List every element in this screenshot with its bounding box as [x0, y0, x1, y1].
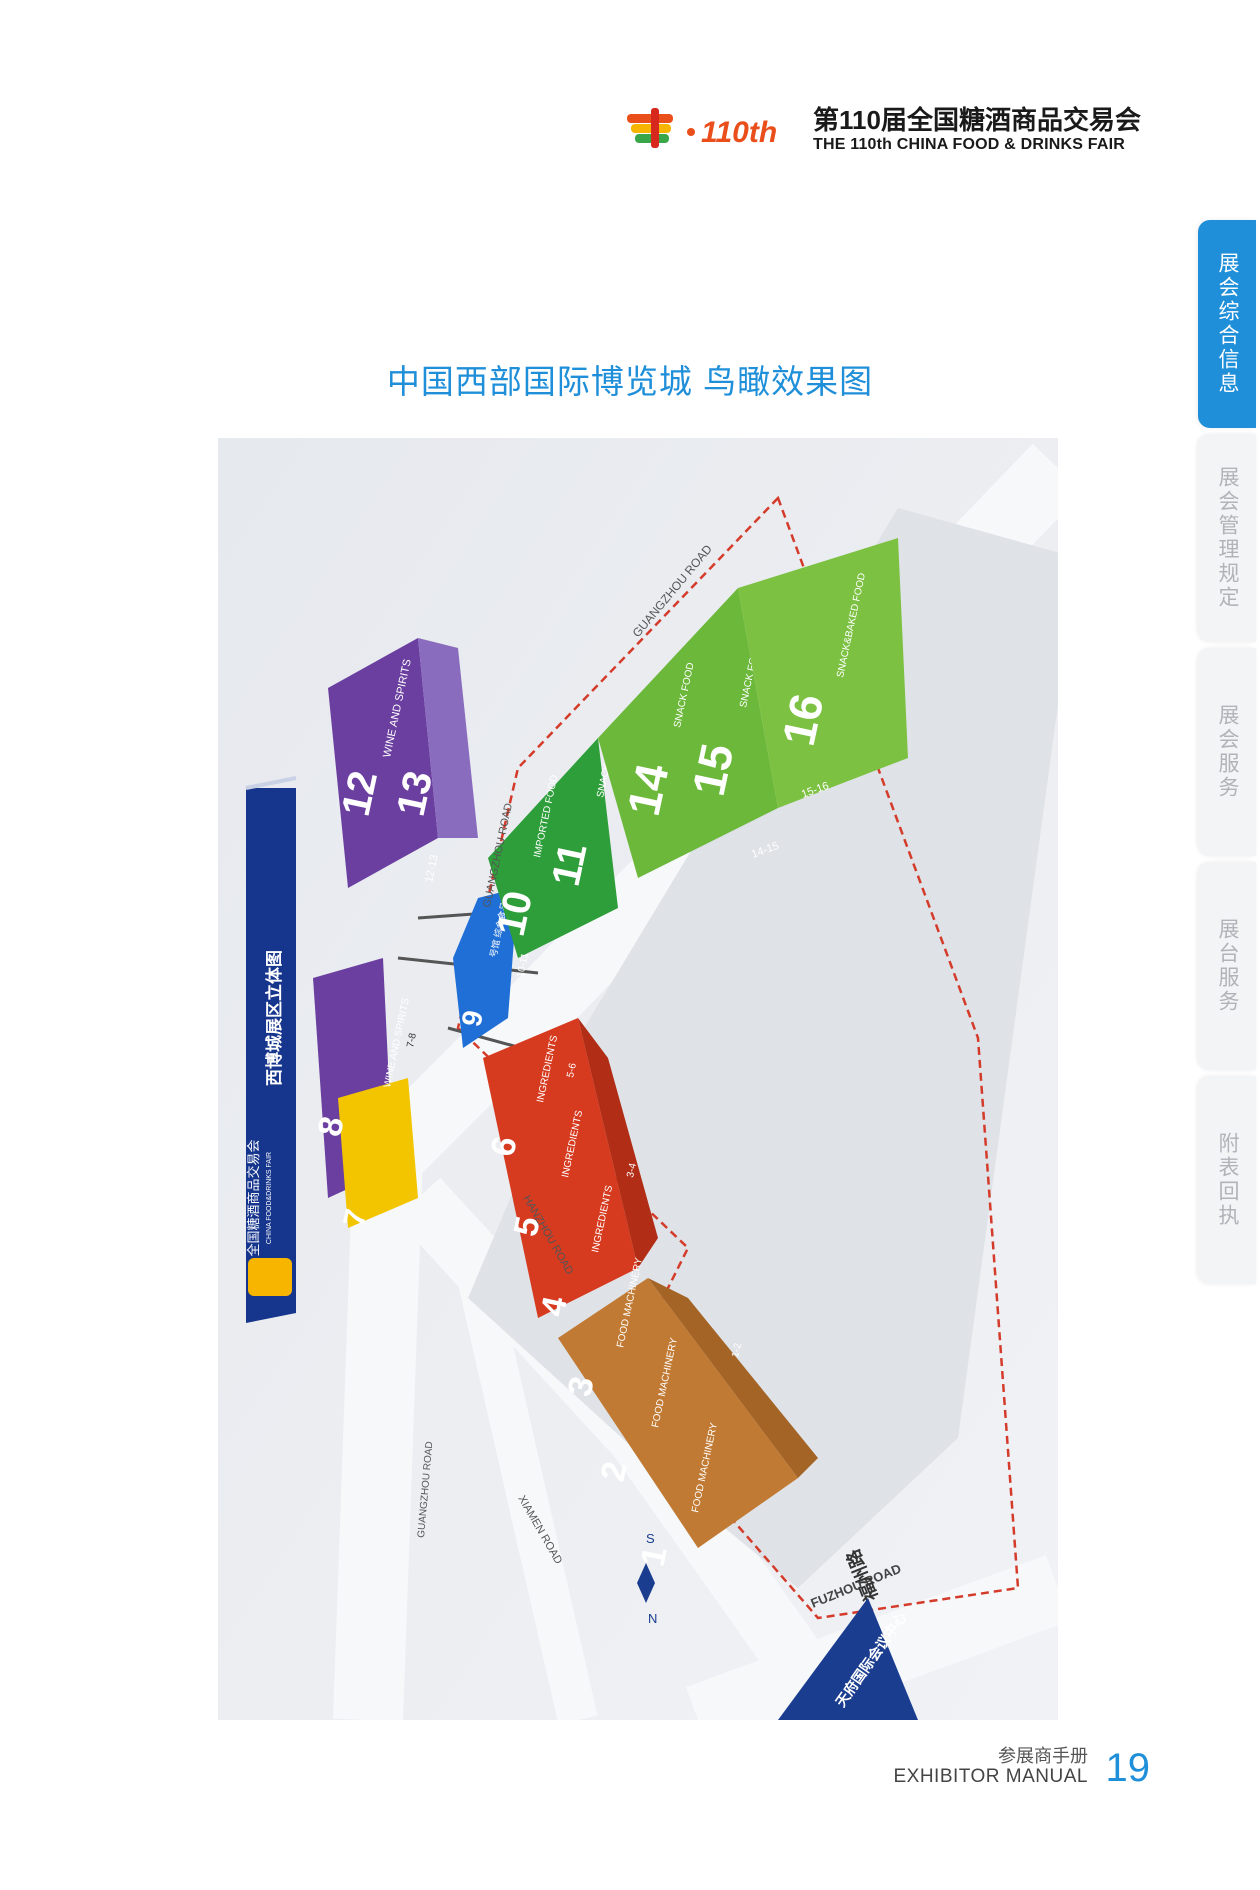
- hall-11-num: 11: [544, 839, 596, 890]
- side-tabs: 展会综合信息 展会管理规定 展会服务 展台服务 附表回执: [1198, 220, 1260, 1290]
- connector-12-13: 12-13: [423, 854, 441, 884]
- connector-10-11: 10-11: [515, 952, 531, 979]
- hall-12-num: 12: [334, 767, 386, 820]
- banner-cn: 全国糖酒商品交易会: [246, 1139, 261, 1256]
- tab-booth-services[interactable]: 展台服务: [1198, 862, 1256, 1070]
- fair-logo: 110th: [627, 108, 777, 149]
- hall-12-13[interactable]: 12 13 WINE AND SPIRITS 12-13: [328, 638, 478, 888]
- tab-label: 展会服务: [1216, 704, 1239, 800]
- exhibition-map: 西博城展区立体图 全国糖酒商品交易会 CHINA FOOD&DRINKS FAI…: [218, 438, 1058, 1720]
- connector-7-8: 7-8: [405, 1032, 419, 1049]
- tab-label: 附表回执: [1216, 1132, 1239, 1228]
- fair-name-en: THE 110th CHINA FOOD & DRINKS FAIR: [813, 136, 1126, 153]
- compass: S N: [637, 1531, 657, 1626]
- compass-needle: [637, 1563, 655, 1603]
- compass-s: S: [646, 1531, 655, 1546]
- site-boundary: [456, 495, 1020, 1620]
- tab-appendix[interactable]: 附表回执: [1198, 1076, 1256, 1284]
- connector-3-4: 3-4: [625, 1162, 639, 1179]
- hall-16[interactable]: 16 SNACK&BAKED FOOD 15-16: [738, 538, 908, 808]
- banner-en: CHINA FOOD&DRINKS FAIR: [266, 1152, 273, 1244]
- footer: 参展商手册 EXHIBITOR MANUAL 19: [880, 1742, 1150, 1812]
- manual-title-en: EXHIBITOR MANUAL: [893, 1766, 1088, 1787]
- logo-text: 110th: [701, 116, 777, 149]
- compass-n: N: [648, 1611, 657, 1626]
- tab-general-info[interactable]: 展会综合信息: [1198, 220, 1256, 428]
- hall-16-num: 16: [772, 689, 834, 750]
- hall-14-15[interactable]: 14 15 SNACK FOOD SNACK FOOD 14-15: [598, 588, 780, 878]
- tab-label: 展会管理规定: [1216, 466, 1239, 610]
- banner: 西博城展区立体图 全国糖酒商品交易会 CHINA FOOD&DRINKS FAI…: [245, 776, 297, 1323]
- map-title: 中国西部国际博览城 鸟瞰效果图: [386, 363, 874, 400]
- tab-label: 展台服务: [1216, 918, 1239, 1014]
- hall-14-num: 14: [617, 759, 679, 820]
- tab-label: 展会综合信息: [1216, 252, 1239, 396]
- hall-13-num: 13: [389, 767, 441, 820]
- tab-services[interactable]: 展会服务: [1198, 648, 1256, 856]
- connector-1-2: 1-2: [730, 1342, 744, 1359]
- manual-title-cn: 参展商手册: [998, 1746, 1088, 1766]
- hall-4-6[interactable]: 6 5 4 INGREDIENTS INGREDIENTS INGREDIENT…: [483, 1018, 658, 1320]
- hall-7-num: 7: [338, 1206, 374, 1229]
- banner-main: 西博城展区立体图: [264, 950, 284, 1086]
- connector-5-6: 5-6: [565, 1062, 579, 1079]
- hall-10-num: 10: [489, 887, 541, 940]
- tab-regulations[interactable]: 展会管理规定: [1198, 434, 1256, 642]
- map-svg: 西博城展区立体图 全国糖酒商品交易会 CHINA FOOD&DRINKS FAI…: [218, 438, 1058, 1720]
- fair-name-cn: 第110届全国糖酒商品交易会: [813, 105, 1141, 135]
- header: 110th 第110届全国糖酒商品交易会 THE 110th CHINA FOO…: [625, 92, 1145, 162]
- hall-9-num: 9: [456, 1008, 490, 1030]
- page-number: 19: [1105, 1746, 1151, 1790]
- hall-15-num: 15: [682, 739, 744, 800]
